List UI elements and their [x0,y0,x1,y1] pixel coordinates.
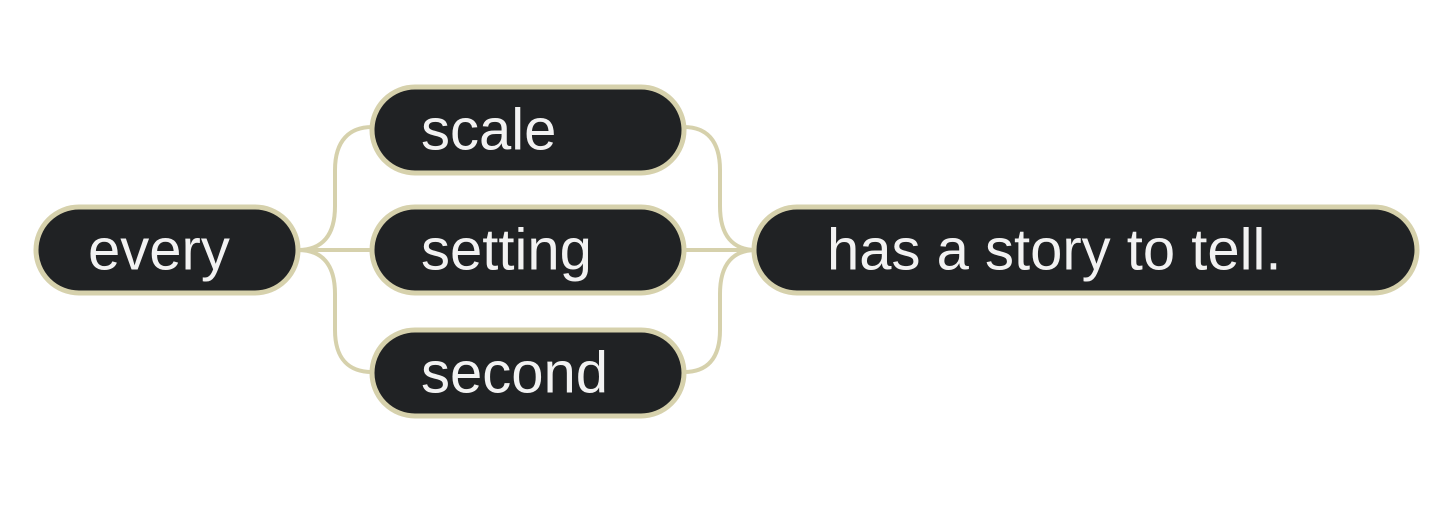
connector-every-scale [297,125,373,252]
connectors [297,125,757,374]
node-scale: scale [369,84,687,176]
node-second-pill [369,327,687,419]
node-second: second [369,327,687,419]
node-setting: setting [369,204,687,296]
node-setting-pill [369,204,687,296]
node-scale-label: scale [421,98,556,163]
node-every-label: every [88,218,230,283]
node-second-label: second [421,341,608,406]
node-every-pill [33,204,301,296]
node-end: has a story to tell. [751,204,1420,296]
node-setting-label: setting [421,218,592,283]
node-end-pill [751,204,1420,296]
node-scale-pill [369,84,687,176]
connector-every-second [297,248,373,374]
node-end-label: has a story to tell. [827,218,1282,283]
node-every: every [33,204,301,296]
connector-second-end [683,248,757,374]
connector-scale-end [683,125,757,252]
